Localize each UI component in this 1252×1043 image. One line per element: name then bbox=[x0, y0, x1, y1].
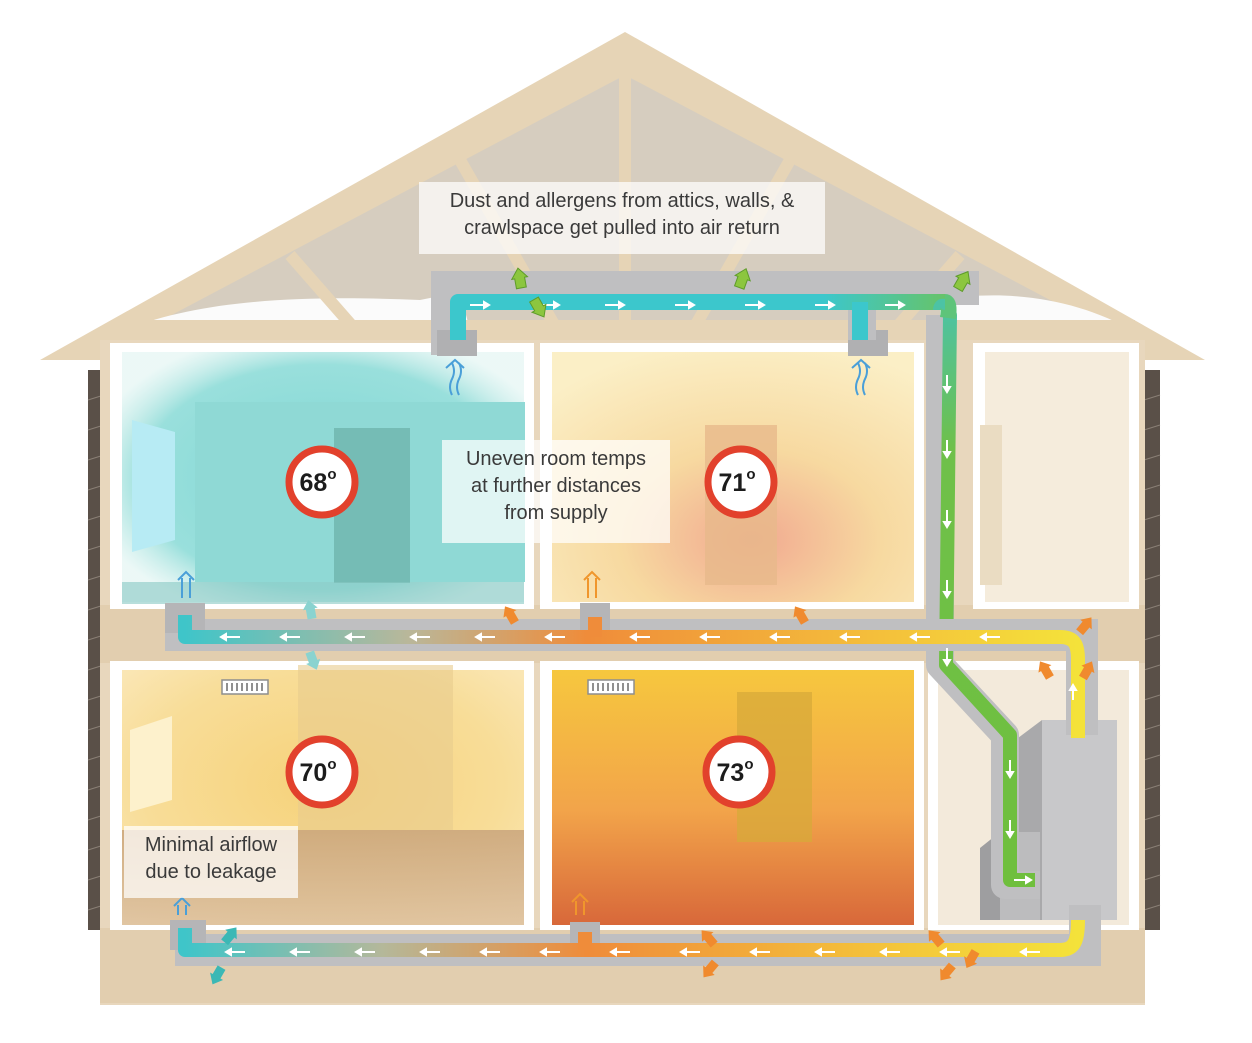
temp-badge-upper-right: 71o bbox=[704, 445, 778, 519]
room-upper-far-right bbox=[973, 343, 1139, 609]
flow-arrows bbox=[219, 300, 1078, 957]
temp-unit: o bbox=[327, 466, 336, 483]
temp-value: 70 bbox=[300, 759, 328, 787]
return-duct bbox=[431, 271, 1040, 899]
callout-uneven-line1: Uneven room temps bbox=[465, 448, 647, 470]
temp-value: 73 bbox=[717, 759, 745, 787]
callout-uneven-line2: at further distances bbox=[470, 475, 642, 497]
callout-leakage-line1: Minimal airflow bbox=[144, 834, 278, 856]
callout-attic-dust: Dust and allergens from attics, walls, &… bbox=[419, 182, 825, 254]
svg-text:68o: 68o bbox=[300, 466, 337, 497]
callout-leakage-line2: due to leakage bbox=[145, 861, 277, 883]
room-lower-right bbox=[540, 661, 924, 930]
temp-badge-upper-left: 68o bbox=[285, 445, 359, 519]
svg-text:71o: 71o bbox=[719, 466, 756, 497]
infiltration-arrows bbox=[510, 267, 971, 318]
supply-duct-upper bbox=[165, 603, 1098, 738]
leak-arrows-cool bbox=[210, 600, 321, 985]
temp-value: 68 bbox=[300, 469, 328, 497]
temp-badge-lower-left: 70o bbox=[285, 735, 359, 809]
svg-text:73o: 73o bbox=[717, 756, 754, 787]
temp-badge-lower-right: 73o bbox=[702, 735, 776, 809]
room-upper-left bbox=[110, 343, 534, 609]
callout-leakage: Minimal airflow due to leakage bbox=[124, 826, 298, 898]
temp-unit: o bbox=[744, 756, 753, 773]
furnace bbox=[980, 720, 1117, 920]
callout-attic-line1: Dust and allergens from attics, walls, & bbox=[449, 190, 795, 212]
temp-value: 71 bbox=[719, 469, 747, 497]
vent-air-arrows bbox=[173, 358, 871, 915]
svg-text:70o: 70o bbox=[300, 756, 337, 787]
callout-uneven-temps: Uneven room temps at further distances f… bbox=[442, 440, 670, 543]
leak-arrows bbox=[503, 606, 1095, 981]
temp-unit: o bbox=[746, 466, 755, 483]
temp-unit: o bbox=[327, 756, 336, 773]
callout-attic-line2: crawlspace get pulled into air return bbox=[464, 217, 780, 239]
callout-uneven-line3: from supply bbox=[504, 502, 608, 524]
supply-duct-lower bbox=[170, 905, 1101, 966]
